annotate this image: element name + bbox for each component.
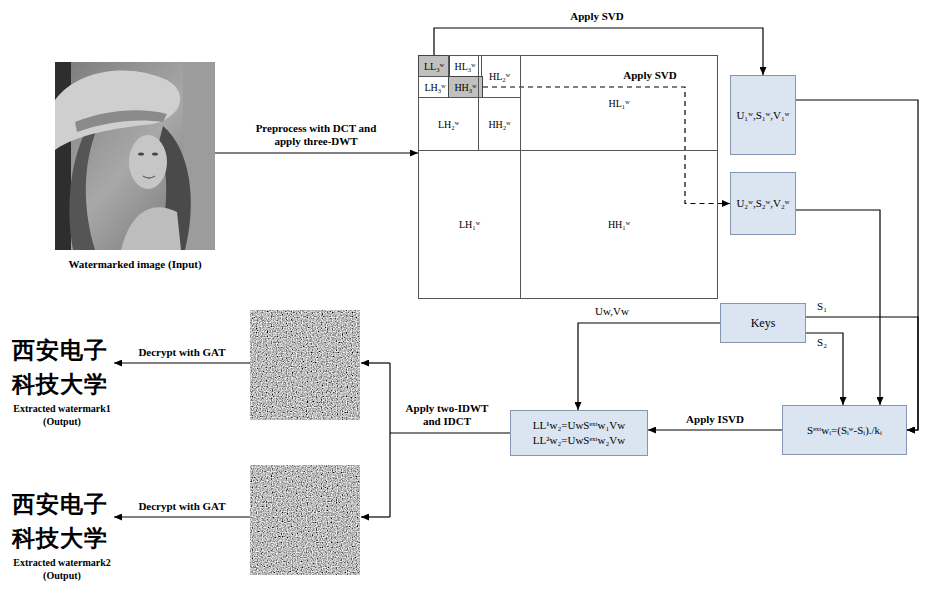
formula-box: Sᵉˣᵗwᵢ=(Sᵢʷ-Sᵢ)./kᵢ xyxy=(782,405,907,455)
node-text: U₁ʷ,S₁ʷ,V₁ʷ xyxy=(736,108,789,123)
connector xyxy=(796,210,880,405)
subband-cell: LH₃ʷ xyxy=(418,76,452,98)
subband-cell: LH₂ʷ xyxy=(418,97,479,151)
idwt-wires xyxy=(114,363,510,517)
node-text: 西安电子 科技大学 xyxy=(2,488,116,556)
lena-picture xyxy=(55,62,215,250)
extracted-watermark: 西安电子 科技大学Extracted watermark2 (Output) xyxy=(2,488,122,582)
connector xyxy=(215,152,418,153)
node-text: Watermarked image (Input) xyxy=(68,258,201,270)
process-label: Apply two-IDWT and IDCT xyxy=(398,402,497,430)
formula-box: LL¹w₂=UwSᵉˣᵗw₁VwLL²w₂=UwSᵉˣᵗw₂Vw xyxy=(510,410,648,456)
connector xyxy=(796,100,918,430)
process-label: Decrypt with GAT xyxy=(136,346,227,360)
edge-label: Apply SVD xyxy=(568,10,626,24)
subband-cell: HH₁ʷ xyxy=(520,150,718,299)
scrambled-watermark xyxy=(250,310,360,575)
node-text: HH₁ʷ xyxy=(608,219,630,230)
node-text: LL₃ʷ xyxy=(424,61,444,72)
node-text: LH₁ʷ xyxy=(459,219,480,230)
subband-cell: HL₂ʷ xyxy=(478,55,521,98)
input-image: Watermarked image (Input) xyxy=(55,62,215,270)
subband-cell: LL₃ʷ xyxy=(418,55,450,77)
subband-cell: HL₃ʷ xyxy=(448,55,482,77)
svd-box: U₂ʷ,S₂ʷ,V₂ʷ xyxy=(730,172,796,235)
node-text: Sᵉˣᵗwᵢ=(Sᵢʷ-Sᵢ)./kᵢ xyxy=(807,423,882,438)
node-text: HL₃ʷ xyxy=(454,61,475,72)
edge-label: Uw,Vw xyxy=(593,305,631,319)
node-text: Extracted watermark2 (Output) xyxy=(2,556,122,582)
node-text: Extracted watermark1 (Output) xyxy=(2,402,122,428)
node-text: HL₂ʷ xyxy=(489,71,510,82)
node-text: LH₃ʷ xyxy=(424,82,445,93)
edge-label: Apply SVD xyxy=(621,69,679,83)
node-text: LH₂ʷ xyxy=(438,119,459,130)
subband-cell: LH₁ʷ xyxy=(418,150,521,299)
keys-box: Keys xyxy=(720,303,806,343)
edge-label: S₁ xyxy=(815,300,829,314)
connector xyxy=(806,333,843,405)
subband-cell: HL₁ʷ xyxy=(520,55,718,151)
node-text: U₂ʷ,S₂ʷ,V₂ʷ xyxy=(736,196,789,211)
connector xyxy=(434,28,763,75)
connector xyxy=(648,429,782,430)
node-text: LL¹w₂=UwSᵉˣᵗw₁Vw xyxy=(533,418,626,433)
edge-label: Apply ISVD xyxy=(684,413,746,427)
edge-label: S₂ xyxy=(815,336,829,350)
node-text: HL₁ʷ xyxy=(608,98,629,109)
node-text: HH₂ʷ xyxy=(488,119,510,130)
edge-label: Preprocess with DCT and apply three-DWT xyxy=(252,122,381,150)
svd-box: U₁ʷ,S₁ʷ,V₁ʷ xyxy=(730,75,796,155)
node-text: 西安电子 科技大学 xyxy=(2,334,116,402)
node-text: HH₃ʷ xyxy=(454,82,476,93)
node-text: Keys xyxy=(751,315,776,331)
node-text: LL²w₂=UwSᵉˣᵗw₂Vw xyxy=(533,433,626,448)
process-label: Decrypt with GAT xyxy=(136,500,227,514)
connector xyxy=(578,323,720,410)
extracted-watermark: 西安电子 科技大学Extracted watermark1 (Output) xyxy=(2,334,122,428)
subband-cell: HH₂ʷ xyxy=(478,97,521,151)
